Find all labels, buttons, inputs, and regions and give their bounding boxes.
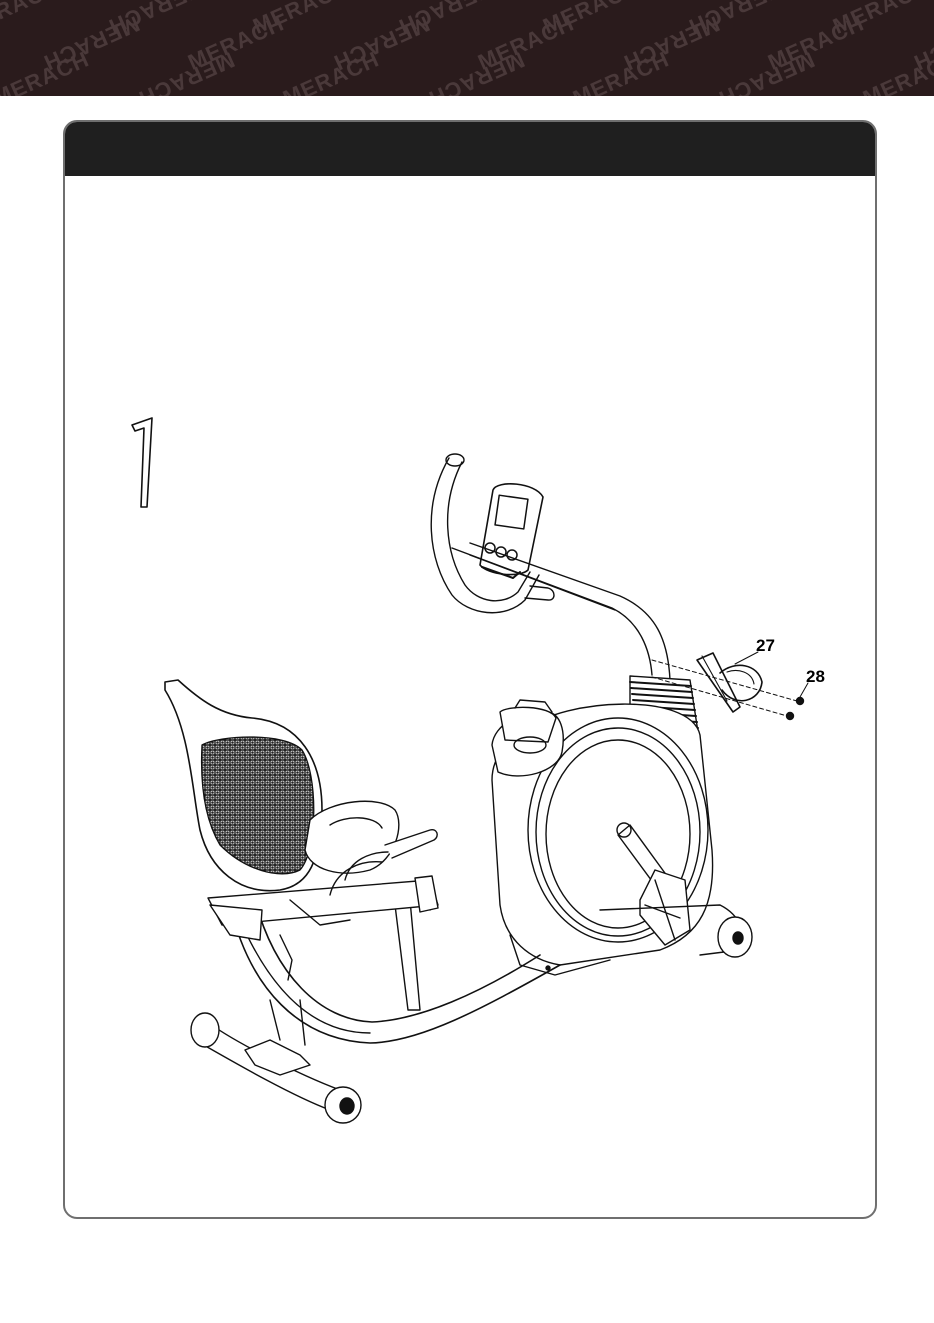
- assembly-step-card: [63, 120, 877, 1219]
- brand-watermark-tile: MERACH: [0, 0, 63, 40]
- step-header-bar: [65, 122, 875, 176]
